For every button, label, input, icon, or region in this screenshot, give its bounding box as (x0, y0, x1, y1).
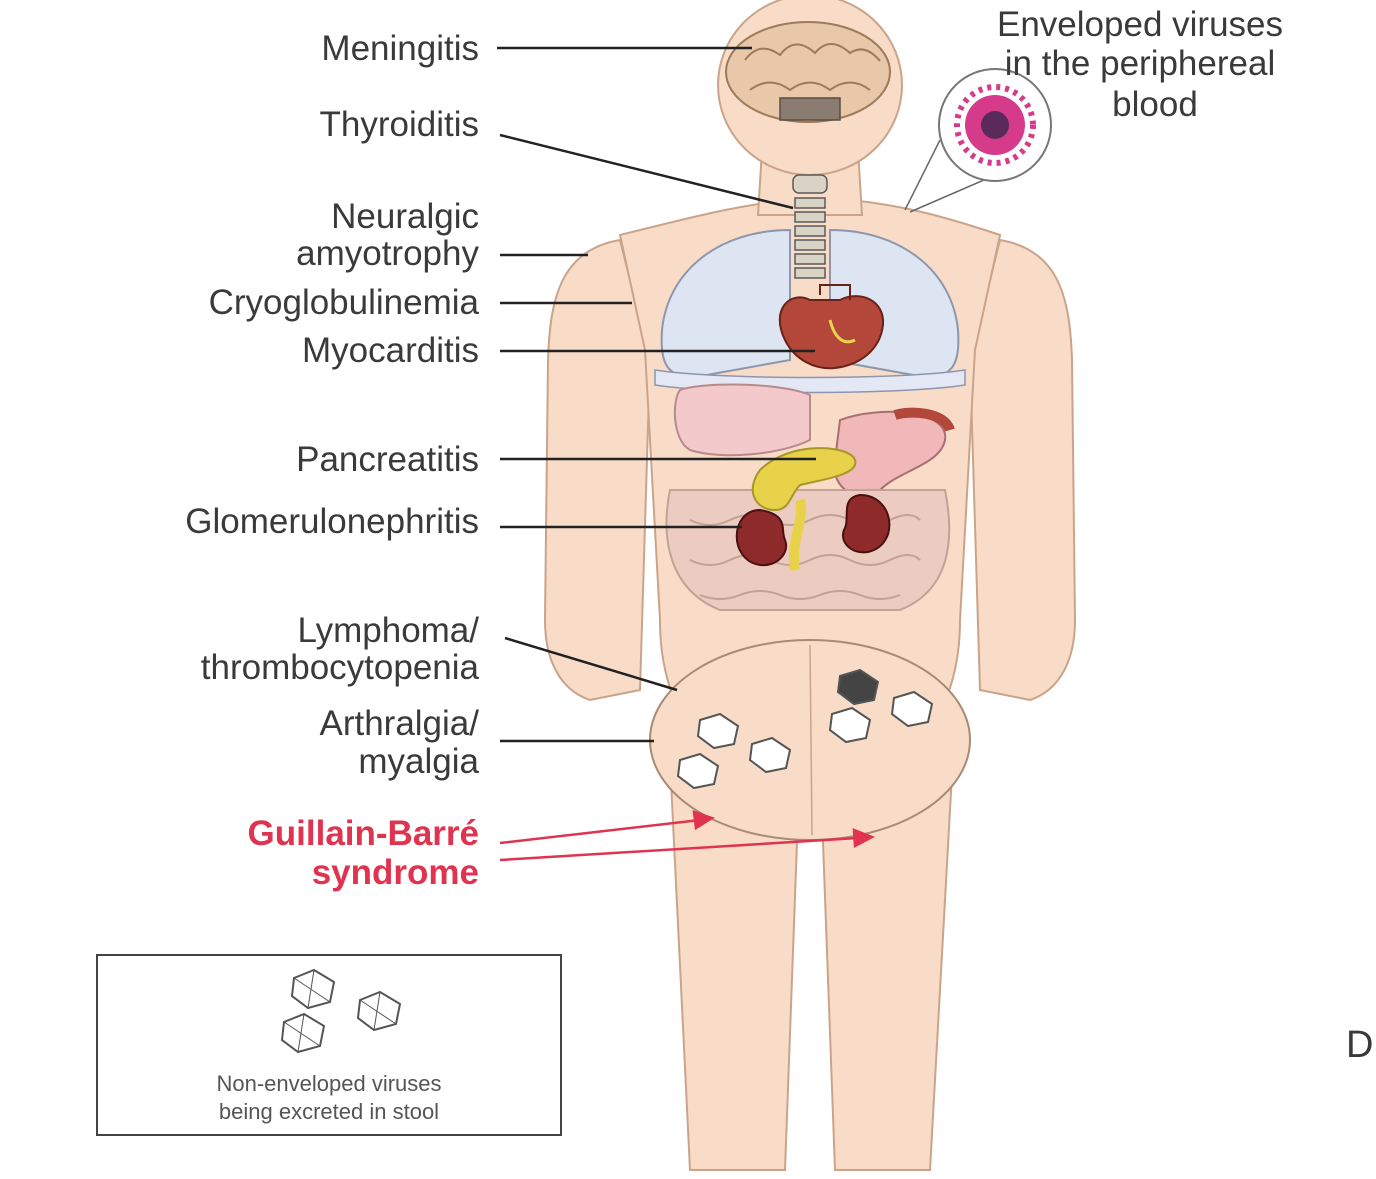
legend-box: Non-enveloped viruses being excreted in … (96, 954, 562, 1136)
label-enveloped-line1: Enveloped viruses (915, 6, 1365, 43)
trachea-icon (793, 175, 827, 278)
label-enveloped-line2: in the periphereal (915, 45, 1365, 82)
label-lymphoma-line2: thrombocytopenia (201, 649, 479, 686)
label-myocarditis: Myocarditis (302, 332, 479, 369)
legend-virus-icons (98, 956, 564, 1066)
legend-caption-line2: being excreted in stool (98, 1098, 560, 1126)
brain-icon (726, 22, 890, 122)
intestines-icon (667, 490, 950, 610)
label-arthralgia-line2: myalgia (358, 743, 479, 780)
label-cryoglobulinemia: Cryoglobulinemia (209, 284, 479, 321)
label-glomerulonephritis: Glomerulonephritis (185, 503, 479, 540)
legend-caption: Non-enveloped viruses being excreted in … (98, 1070, 560, 1126)
label-gbs-line1: Guillain-Barré (248, 815, 479, 852)
label-meningitis: Meningitis (321, 30, 479, 67)
label-pancreatitis: Pancreatitis (296, 441, 479, 478)
liver-icon (675, 385, 810, 456)
label-enveloped-line3: blood (1030, 86, 1280, 123)
edge-letter: D (1346, 1024, 1373, 1067)
label-thyroiditis: Thyroiditis (320, 106, 479, 143)
label-lymphoma-line1: Lymphoma/ (297, 612, 479, 649)
label-neuralgic-line2: amyotrophy (296, 235, 479, 272)
label-arthralgia-line1: Arthralgia/ (319, 705, 479, 742)
legend-caption-line1: Non-enveloped viruses (98, 1070, 560, 1098)
label-gbs-line2: syndrome (312, 854, 479, 891)
label-neuralgic-line1: Neuralgic (331, 198, 479, 235)
